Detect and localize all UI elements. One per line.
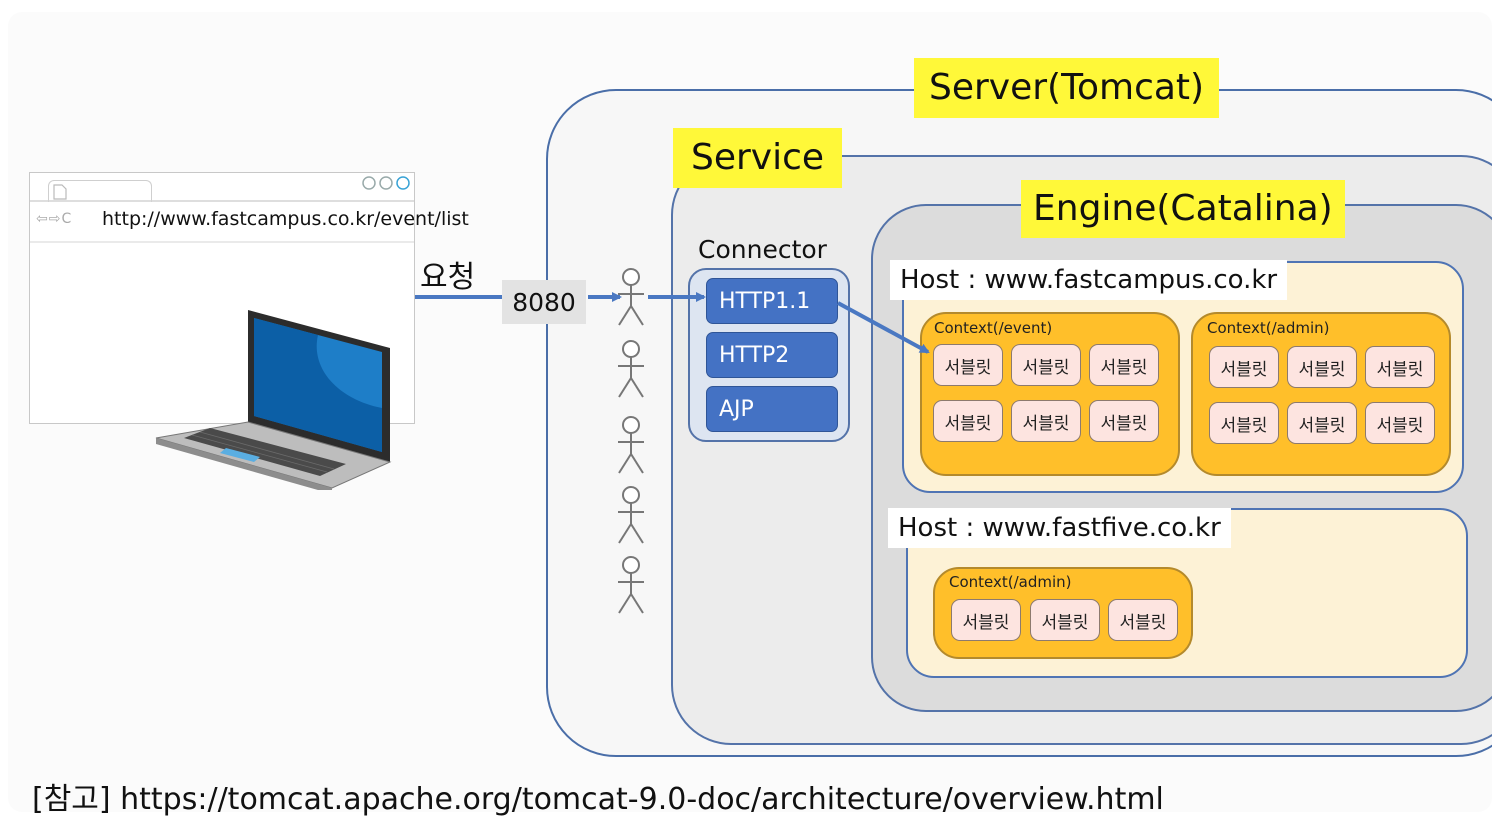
browser-tab xyxy=(48,180,152,202)
protocol-http11: HTTP1.1 xyxy=(706,278,838,324)
servlet: 서블릿 xyxy=(1209,402,1279,444)
protocol-ajp: AJP xyxy=(706,386,838,432)
port-badge: 8080 xyxy=(502,280,586,324)
request-label: 요청 xyxy=(420,260,476,295)
engine-label: Engine(Catalina) xyxy=(1021,180,1345,238)
connector-label: Connector xyxy=(698,235,827,264)
context-label-event: Context(/event) xyxy=(934,319,1053,337)
servlet: 서블릿 xyxy=(1209,346,1279,388)
servlet: 서블릿 xyxy=(1089,344,1159,386)
servlet: 서블릿 xyxy=(933,344,1003,386)
servlet: 서블릿 xyxy=(1011,344,1081,386)
servlet: 서블릿 xyxy=(1108,599,1178,641)
reference-link: [참고] https://tomcat.apache.org/tomcat-9.… xyxy=(32,782,1164,817)
servlet: 서블릿 xyxy=(933,400,1003,442)
address-bar-url: http://www.fastcampus.co.kr/event/list xyxy=(102,208,469,230)
servlet: 서블릿 xyxy=(1287,346,1357,388)
context-label-admin: Context(/admin) xyxy=(949,573,1072,591)
context-admin-fastcampus xyxy=(1191,312,1451,476)
service-label: Service xyxy=(673,128,843,188)
server-label: Server(Tomcat) xyxy=(914,58,1220,118)
servlet: 서블릿 xyxy=(1365,346,1435,388)
context-event xyxy=(920,312,1180,476)
host-label-fastfive: Host : www.fastfive.co.kr xyxy=(888,508,1231,548)
servlet: 서블릿 xyxy=(1287,402,1357,444)
servlet: 서블릿 xyxy=(951,599,1021,641)
context-label-admin: Context(/admin) xyxy=(1207,319,1330,337)
servlet: 서블릿 xyxy=(1030,599,1100,641)
page-icon xyxy=(53,184,67,200)
servlet: 서블릿 xyxy=(1011,400,1081,442)
servlet: 서블릿 xyxy=(1365,402,1435,444)
servlet: 서블릿 xyxy=(1089,400,1159,442)
laptop-icon xyxy=(155,310,392,490)
protocol-http2: HTTP2 xyxy=(706,332,838,378)
host-label-fastcampus: Host : www.fastcampus.co.kr xyxy=(890,260,1288,300)
browser-nav-icons: ⇦⇨C xyxy=(36,211,73,227)
